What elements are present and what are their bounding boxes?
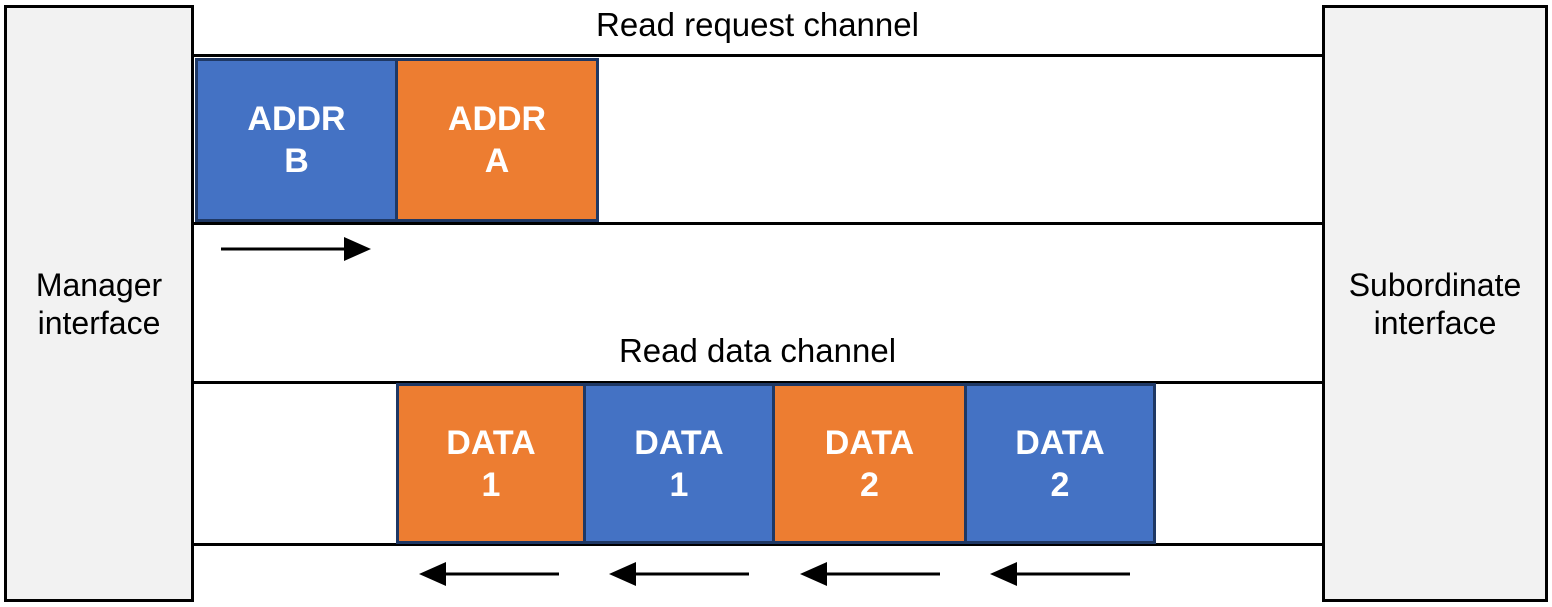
data-direction-left-arrow-icon-3	[800, 562, 940, 586]
data-2-block-first: DATA 2	[772, 383, 967, 544]
subordinate-interface-label-line2: interface	[1373, 304, 1497, 341]
addr-b-label-line1: ADDR	[247, 100, 346, 138]
data-1-first-label-line1: DATA	[446, 423, 536, 462]
subordinate-interface-box: Subordinate interface	[1322, 5, 1548, 602]
addr-b-label-line2: B	[284, 142, 309, 180]
data-direction-left-arrow-icon-2	[609, 562, 749, 586]
addr-a-label-line1: ADDR	[447, 100, 547, 138]
addr-a-label-line2: A	[484, 142, 510, 180]
manager-interface-label: Manager interface	[36, 266, 162, 342]
manager-interface-label-line2: interface	[37, 304, 161, 341]
data-1-second-label-line1: DATA	[634, 423, 724, 462]
data-1-block-first: DATA 1	[396, 383, 586, 544]
data-direction-left-arrow-icon-1	[419, 562, 559, 586]
data-2-second-label-line1: DATA	[1015, 423, 1105, 462]
read-request-channel-title: Read request channel	[596, 6, 919, 43]
data-direction-left-arrow-icon-4	[990, 562, 1130, 586]
data-1-first-label-line2: 1	[481, 465, 501, 504]
data-1-second-label-line2: 1	[669, 465, 689, 504]
manager-interface-label-line1: Manager	[35, 266, 163, 303]
request-direction-right-arrow-icon	[221, 237, 371, 261]
data-2-first-label-line1: DATA	[824, 423, 915, 462]
data-2-first-label-line2: 2	[860, 465, 879, 504]
subordinate-interface-label: Subordinate interface	[1349, 266, 1522, 342]
data-2-second-label-line2: 2	[1050, 465, 1070, 504]
addr-b-block: ADDR B	[195, 58, 398, 222]
subordinate-interface-label-line1: Subordinate	[1348, 266, 1522, 303]
manager-interface-box: Manager interface	[4, 5, 194, 602]
read-data-channel-title: Read data channel	[618, 332, 897, 369]
addr-a-block: ADDR A	[395, 58, 599, 222]
data-1-block-second: DATA 1	[583, 383, 775, 544]
data-2-block-second: DATA 2	[964, 383, 1156, 544]
